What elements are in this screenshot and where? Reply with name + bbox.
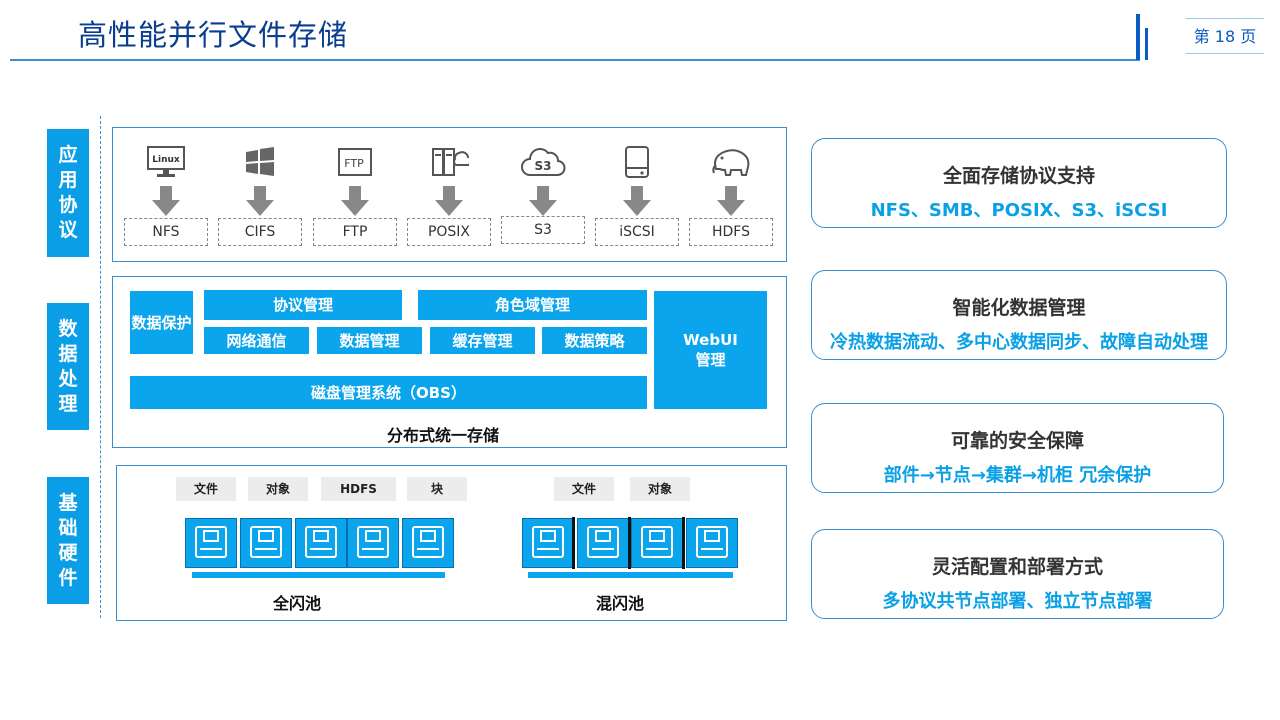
flash-drive [185, 518, 237, 568]
feature-title: 可靠的安全保障 [950, 430, 1084, 452]
flash-drive [402, 518, 454, 568]
feature-detail: 部件→节点→集群→机柜 冗余保护 [883, 465, 1152, 486]
protocol-s3: S3 S3 [501, 128, 585, 248]
feature-card-deployment: 灵活配置和部署方式 多协议共节点部署、独立节点部署 [811, 529, 1224, 619]
hybrid-drive [522, 518, 574, 568]
down-arrow-icon [152, 186, 180, 216]
webui-label: WebUI [683, 331, 738, 349]
hybrid-flash-tray [528, 572, 733, 578]
title-underline [10, 59, 1140, 61]
protocol-management-block: 协议管理 [204, 290, 402, 320]
role-domain-management-block: 角色域管理 [418, 290, 647, 320]
feature-card-protocols: 全面存储协议支持 NFS、SMB、POSIX、S3、iSCSI [811, 138, 1227, 228]
feature-title: 全面存储协议支持 [942, 165, 1095, 187]
linux-monitor-icon: Linux [142, 144, 190, 180]
disk-drive-icon [613, 144, 661, 180]
cache-management-block: 缓存管理 [430, 327, 535, 354]
webui-management-block: WebUI 管理 [654, 291, 767, 409]
protocol-ftp: FTP FTP [313, 128, 397, 248]
feature-detail: 冷热数据流动、多中心数据同步、故障自动处理 [830, 332, 1208, 353]
page-title: 高性能并行文件存储 [78, 18, 349, 52]
hadoop-elephant-icon [707, 144, 755, 180]
svg-text:Linux: Linux [152, 155, 180, 165]
distributed-storage-caption: 分布式统一存储 [386, 426, 499, 445]
down-arrow-icon [246, 186, 274, 216]
protocol-nfs: Linux NFS [124, 128, 208, 248]
down-arrow-icon [341, 186, 369, 216]
protocol-layer: Linux NFS CIFS FTP FTP [112, 127, 787, 262]
pool-tag-file: 文件 [554, 477, 614, 501]
down-arrow-icon [717, 186, 745, 216]
protocol-label: CIFS [218, 218, 302, 246]
server-cloud-icon [425, 144, 473, 180]
pool-tag-object: 对象 [630, 477, 690, 501]
protocol-label: S3 [501, 216, 585, 244]
processing-layer: 数据保护 协议管理 角色域管理 网络通信 数据管理 缓存管理 数据策略 WebU… [112, 276, 787, 448]
pool-tag-object: 对象 [248, 477, 308, 501]
hybrid-drive [577, 518, 629, 568]
layer-label-hardware: 基础硬件 [47, 477, 89, 604]
down-arrow-icon [623, 186, 651, 216]
protocol-label: iSCSI [595, 218, 679, 246]
hybrid-drive [686, 518, 738, 568]
drive-separator [628, 517, 631, 569]
hardware-layer: 文件 对象 HDFS 块 全闪池 文件 对象 混闪池 [116, 465, 787, 621]
all-flash-tray [192, 572, 445, 578]
layer-divider [100, 116, 101, 618]
protocol-label: POSIX [407, 218, 491, 246]
down-arrow-icon [435, 186, 463, 216]
protocol-cifs: CIFS [218, 128, 302, 248]
svg-text:FTP: FTP [344, 157, 364, 170]
pool-tag-hdfs: HDFS [321, 477, 396, 501]
svg-text:S3: S3 [535, 159, 552, 173]
protocol-posix: POSIX [407, 128, 491, 248]
obs-disk-management-block: 磁盘管理系统（OBS） [130, 376, 647, 409]
feature-title: 灵活配置和部署方式 [931, 556, 1103, 578]
protocol-label: FTP [313, 218, 397, 246]
drive-separator [572, 517, 575, 569]
layer-label-application: 应用协议 [47, 129, 89, 257]
s3-cloud-icon: S3 [519, 144, 567, 180]
data-policy-block: 数据策略 [542, 327, 647, 354]
feature-title: 智能化数据管理 [952, 297, 1086, 319]
all-flash-pool-caption: 全闪池 [272, 594, 321, 613]
feature-card-security: 可靠的安全保障 部件→节点→集群→机柜 冗余保护 [811, 403, 1224, 493]
webui-management-label: 管理 [695, 351, 726, 369]
feature-detail: NFS、SMB、POSIX、S3、iSCSI [870, 200, 1168, 221]
hybrid-flash-pool-caption: 混闪池 [595, 594, 644, 613]
title-accent-bars [1136, 14, 1150, 60]
protocol-hdfs: HDFS [689, 128, 773, 248]
flash-drive [295, 518, 347, 568]
feature-detail: 多协议共节点部署、独立节点部署 [882, 591, 1153, 612]
layer-label-processing: 数据处理 [47, 303, 89, 430]
down-arrow-icon [529, 186, 557, 216]
network-communication-block: 网络通信 [204, 327, 309, 354]
pool-tag-block: 块 [407, 477, 467, 501]
windows-logo-icon [236, 144, 284, 180]
feature-card-data-management: 智能化数据管理 冷热数据流动、多中心数据同步、故障自动处理 [811, 270, 1227, 360]
flash-drive [347, 518, 399, 568]
protocol-iscsi: iSCSI [595, 128, 679, 248]
hybrid-drive [631, 518, 683, 568]
data-management-block: 数据管理 [317, 327, 422, 354]
protocol-label: NFS [124, 218, 208, 246]
flash-drive [240, 518, 292, 568]
ftp-icon: FTP [331, 144, 379, 180]
protocol-label: HDFS [689, 218, 773, 246]
drive-separator [682, 517, 685, 569]
pool-tag-file: 文件 [176, 477, 236, 501]
page-number: 第 18 页 [1186, 18, 1264, 54]
data-protection-block: 数据保护 [130, 291, 193, 354]
